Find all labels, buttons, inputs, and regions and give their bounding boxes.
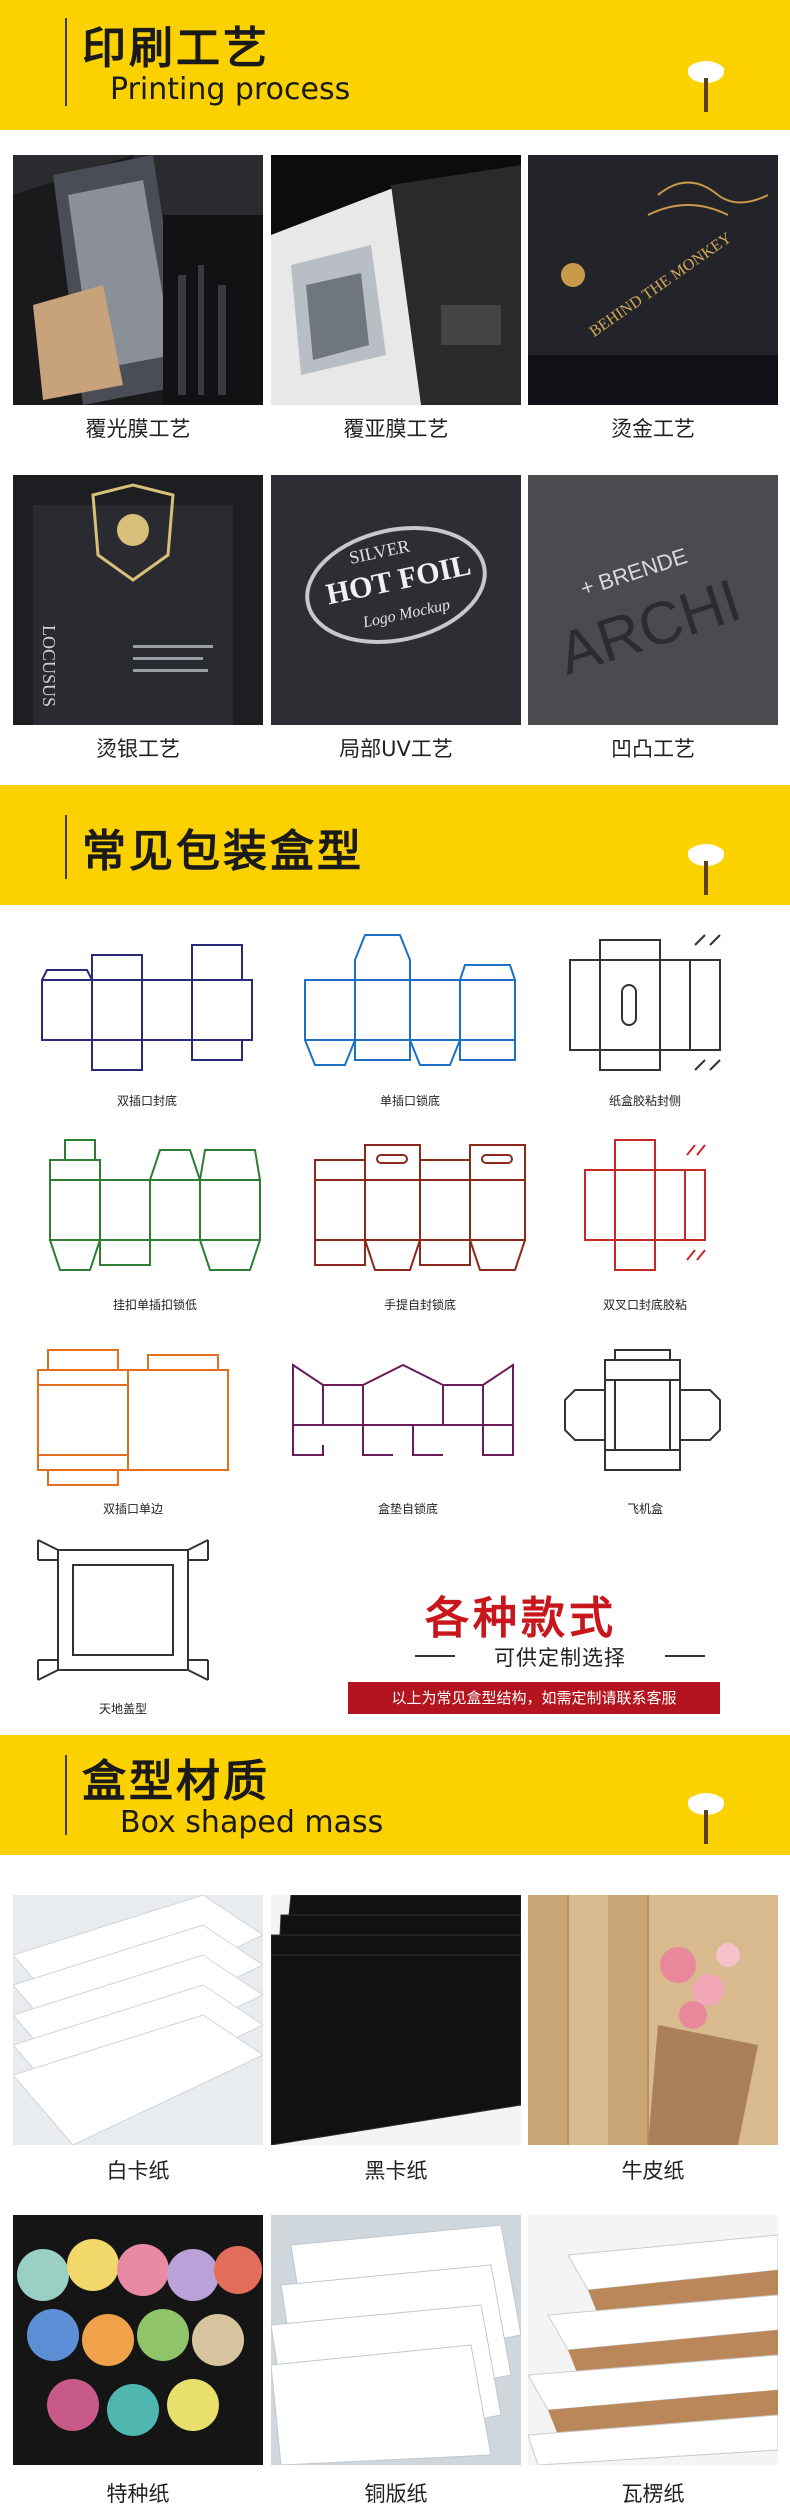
caption-black-card: 黑卡纸 bbox=[364, 2159, 428, 2183]
caption-specialty-paper: 特种纸 bbox=[106, 2482, 170, 2506]
materials-title: 盒型材质 bbox=[82, 1756, 270, 1807]
boxes-title: 常见包装盒型 bbox=[82, 826, 364, 877]
dieline-label: 双插口单边 bbox=[102, 1502, 163, 1516]
dieline-handle-box bbox=[305, 1130, 535, 1280]
dieline-label: 飞机盒 bbox=[626, 1502, 663, 1516]
materials-banner: 盒型材质 Box shaped mass bbox=[0, 1735, 790, 1855]
dieline-double-fork bbox=[575, 1130, 715, 1280]
dieline-single-tuck-lock bbox=[295, 930, 525, 1080]
dieline-double-tuck-single bbox=[28, 1340, 238, 1490]
silver-foil-text: LOCUSUS bbox=[39, 625, 59, 707]
dieline-label: 双插口封底 bbox=[116, 1094, 177, 1108]
photo-corrugated-paper bbox=[528, 2215, 778, 2465]
dieline-label: 盒垫自锁底 bbox=[377, 1502, 438, 1516]
photo-kraft-paper bbox=[528, 1895, 778, 2145]
tree-logo-icon bbox=[688, 1793, 724, 1844]
caption-emboss: 凹凸工艺 bbox=[611, 737, 695, 761]
styles-subtitle: 可供定制选择 bbox=[415, 1642, 705, 1672]
printing-banner: 印刷工艺 Printing process bbox=[0, 0, 790, 130]
caption-spot-uv: 局部UV工艺 bbox=[339, 737, 453, 761]
tree-logo-icon bbox=[688, 61, 724, 112]
photo-black-card bbox=[271, 1895, 521, 2145]
tree-logo-icon bbox=[688, 844, 724, 895]
photo-emboss: + BRENDE ARCHI bbox=[528, 475, 778, 725]
caption-coated-paper: 铜版纸 bbox=[364, 2482, 428, 2506]
dieline-hang-tab bbox=[40, 1130, 270, 1280]
dieline-mailer-box bbox=[560, 1345, 725, 1485]
materials-subtitle: Box shaped mass bbox=[120, 1805, 384, 1840]
caption-corrugated-paper: 瓦楞纸 bbox=[621, 2482, 685, 2506]
printing-subtitle: Printing process bbox=[110, 72, 351, 107]
caption-gold-foil: 烫金工艺 bbox=[611, 417, 695, 441]
banner-divider bbox=[65, 18, 67, 106]
styles-title: 各种款式 bbox=[425, 1593, 617, 1644]
caption-kraft-paper: 牛皮纸 bbox=[621, 2159, 685, 2183]
photo-silver-foil: LOCUSUS bbox=[13, 475, 263, 725]
dieline-double-tuck bbox=[32, 940, 262, 1080]
dieline-label: 天地盖型 bbox=[98, 1702, 147, 1716]
banner-divider bbox=[65, 815, 67, 879]
custom-note-badge: 以上为常见盒型结构，如需定制请联系客服 bbox=[348, 1682, 720, 1714]
dieline-label: 纸盒胶粘封侧 bbox=[608, 1094, 681, 1108]
dieline-label: 挂扣单插扣锁低 bbox=[112, 1298, 197, 1312]
caption-silver-foil: 烫银工艺 bbox=[96, 737, 180, 761]
dieline-lid-base bbox=[28, 1530, 218, 1690]
dieline-label: 单插口锁底 bbox=[379, 1094, 440, 1108]
caption-gloss-laminate: 覆光膜工艺 bbox=[85, 417, 191, 441]
dieline-self-lock-pad bbox=[283, 1355, 523, 1475]
photo-white-card bbox=[13, 1895, 263, 2145]
photo-gloss-laminate bbox=[13, 155, 263, 405]
dieline-glued-side bbox=[560, 930, 730, 1080]
photo-gold-foil: BEHIND THE MONKEY bbox=[528, 155, 778, 405]
boxes-banner: 常见包装盒型 bbox=[0, 785, 790, 905]
banner-divider bbox=[65, 1755, 67, 1835]
photo-coated-paper bbox=[271, 2215, 521, 2465]
dieline-label: 双叉口封底胶粘 bbox=[602, 1298, 687, 1312]
photo-spot-uv: SILVER HOT FOIL Logo Mockup bbox=[271, 475, 521, 725]
photo-specialty-paper bbox=[13, 2215, 263, 2465]
dieline-label: 手提自封锁底 bbox=[383, 1298, 456, 1312]
caption-matte-laminate: 覆亚膜工艺 bbox=[343, 417, 449, 441]
caption-white-card: 白卡纸 bbox=[106, 2159, 170, 2183]
printing-title: 印刷工艺 bbox=[82, 23, 270, 74]
photo-matte-laminate bbox=[271, 155, 521, 405]
